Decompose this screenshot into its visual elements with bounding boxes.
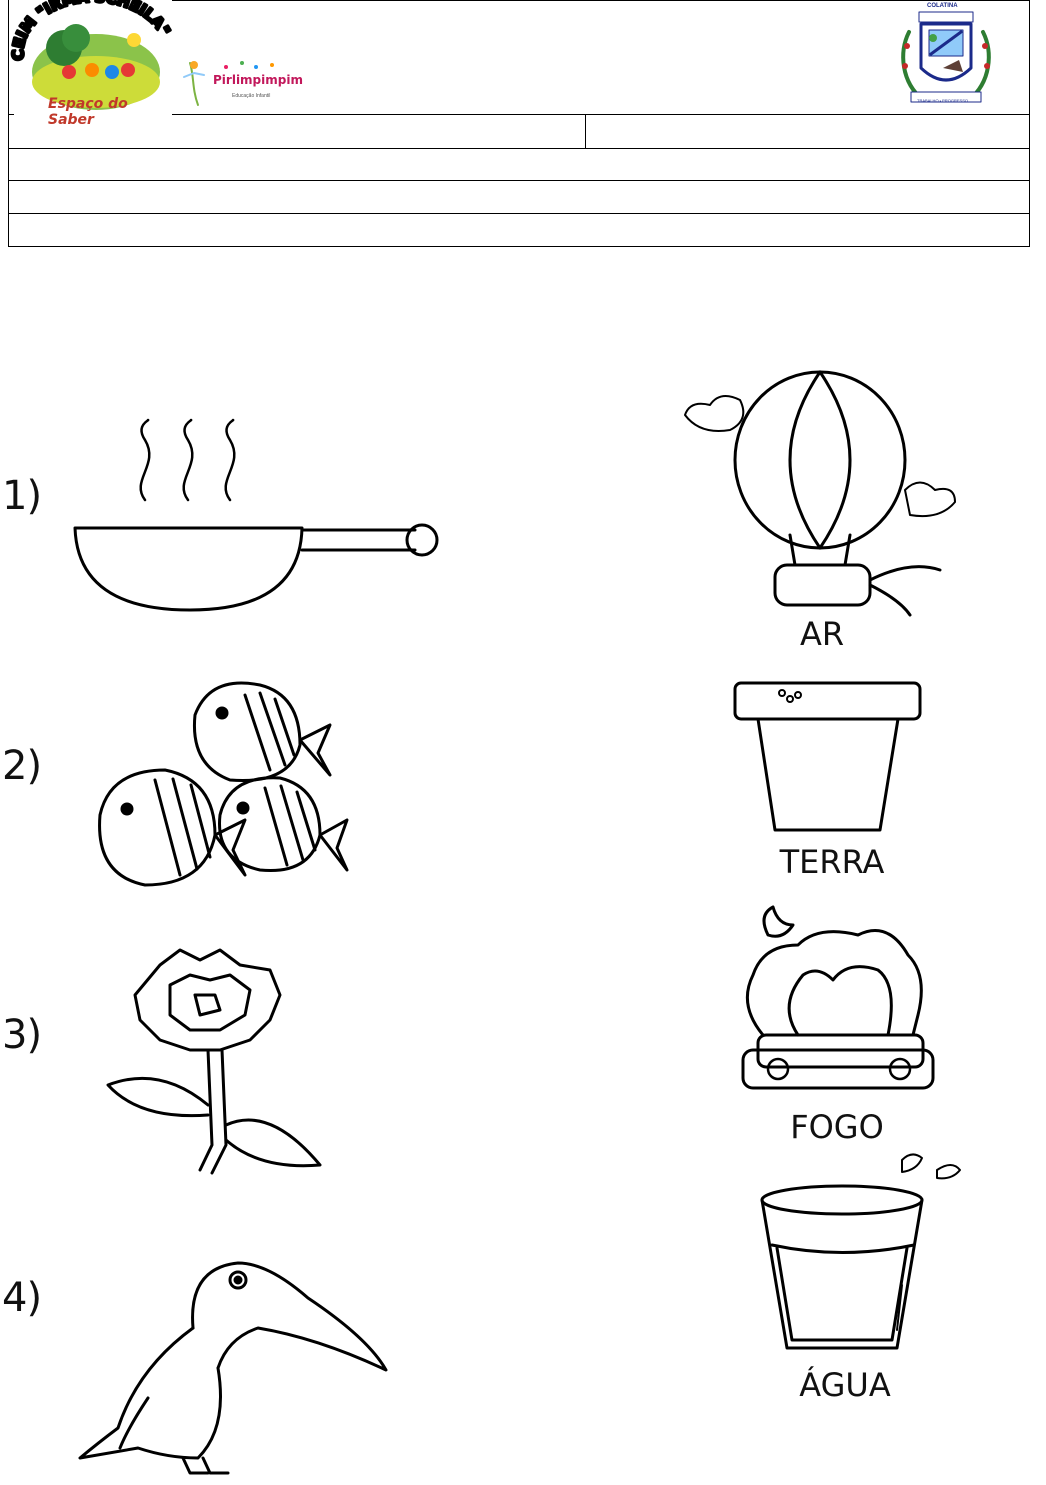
item-number-1: 1) [2,473,41,519]
fish-group-icon [90,670,350,890]
flower-pot-icon [730,675,930,835]
school-logo-caption: Espaço do Saber [48,96,172,128]
crest-motto: TRABALHO • PROGRESSO [917,98,968,103]
crest-city: COLATINA [927,3,958,9]
item-number-3: 3) [2,1012,41,1058]
school-logo: CEIM "IRMÃ SCHEILA" Espaço do Saber [14,0,172,118]
element-label-terra: TERRA [732,843,932,881]
hot-air-balloon-icon [680,370,960,610]
frying-pan-icon [70,420,450,620]
campfire-icon [738,905,938,1110]
toucan-icon [78,1258,398,1478]
item-number-2: 2) [2,743,41,789]
item-number-4: 4) [2,1275,41,1321]
element-label-ar: AR [722,615,922,653]
partner-logo: Pirlimpimpim Educação Infantil [180,55,290,113]
partner-logo-sub: Educação Infantil [232,93,270,99]
flower-icon [100,945,330,1185]
element-label-fogo: FOGO [737,1108,937,1146]
partner-logo-brand: Pirlimpimpim [213,73,303,87]
header-field-row-2[interactable] [9,149,1028,179]
water-glass-icon [752,1150,962,1360]
header-field-row-4[interactable] [9,214,1028,245]
header-field-date[interactable] [586,115,1028,147]
element-label-agua: ÁGUA [745,1366,945,1404]
header-field-row-3[interactable] [9,181,1028,212]
city-crest: COLATINA TRABALHO • PROGRESSO [895,2,997,110]
